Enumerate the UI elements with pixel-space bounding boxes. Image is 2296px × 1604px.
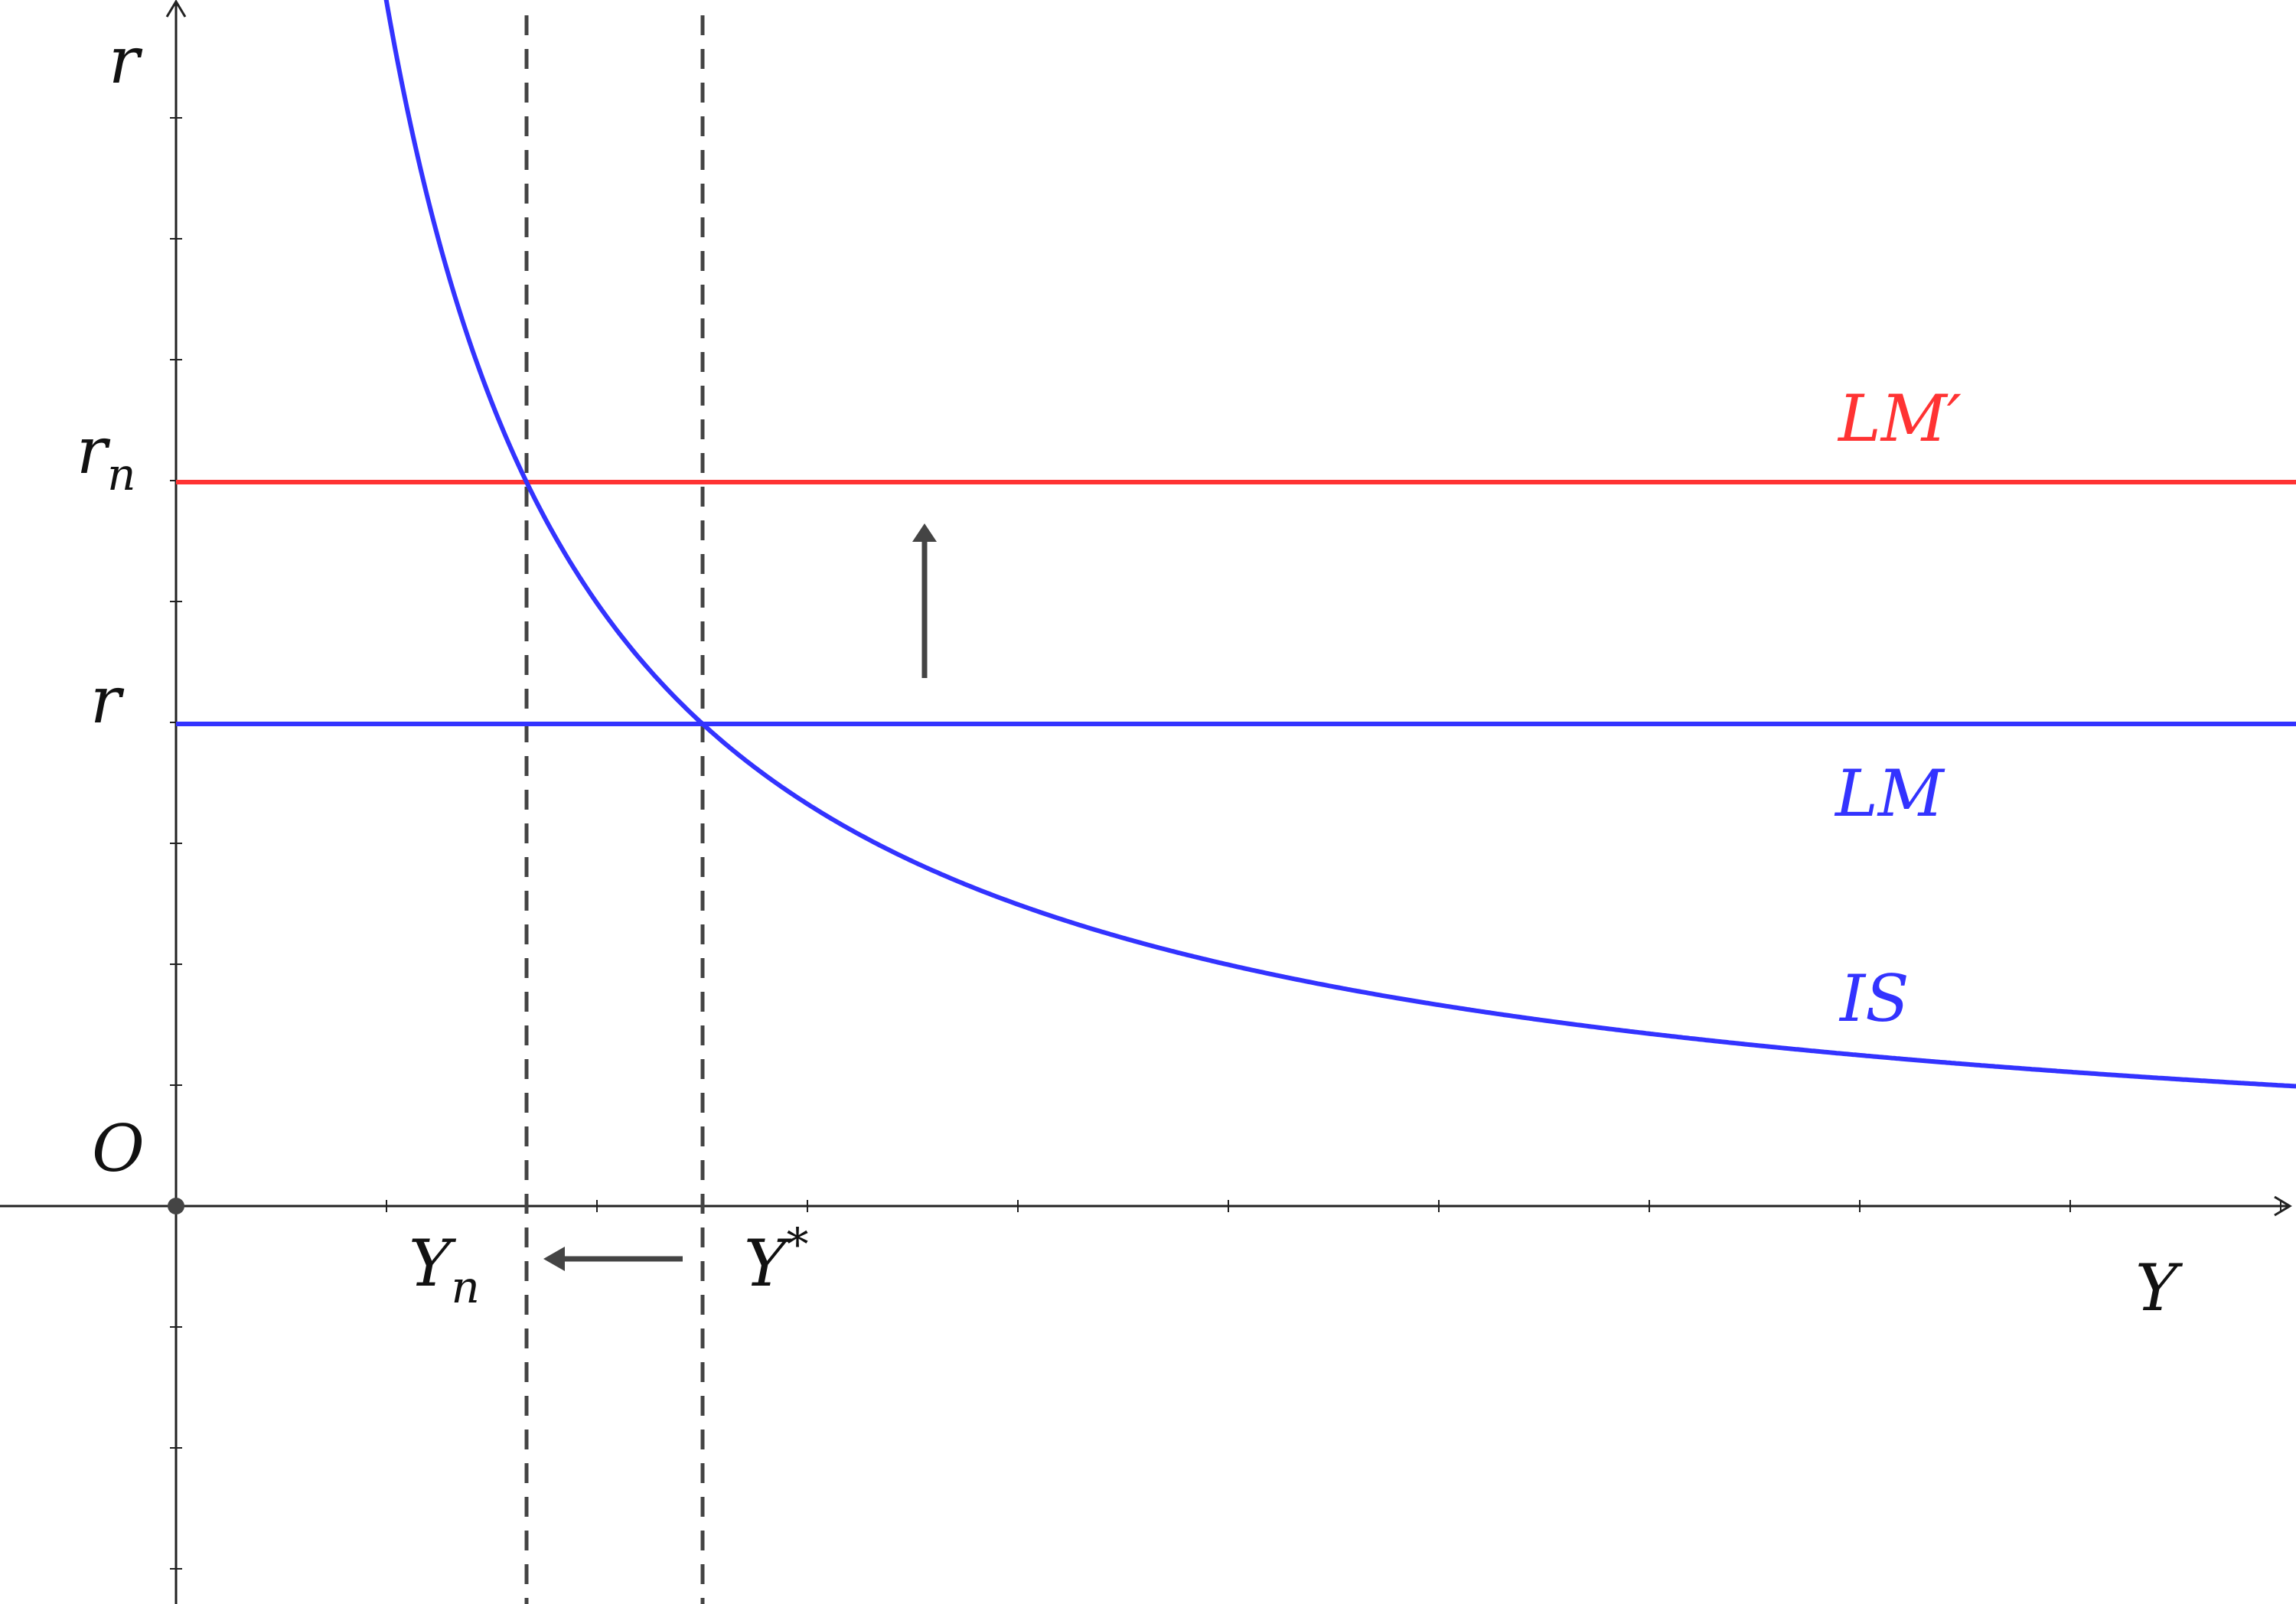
origin-point <box>168 1198 184 1214</box>
y-axis-arrowhead <box>165 0 187 18</box>
tick-label-ystar: Y* <box>744 1218 808 1301</box>
lm-shift-arrow <box>912 523 937 678</box>
x-axis-arrowhead <box>2274 1195 2292 1217</box>
lm-prime-label: LM′ <box>1837 381 1962 456</box>
tick-label-r: r <box>90 663 125 738</box>
x-axis-ticks <box>386 1200 2281 1212</box>
y-axis-label: r <box>109 23 143 98</box>
x-axis-label: Y <box>2135 1250 2183 1325</box>
output-shift-arrow <box>543 1247 683 1271</box>
tick-label-yn: Yn <box>409 1226 480 1313</box>
tick-label-rn: rn <box>77 413 136 500</box>
origin-label: O <box>92 1111 145 1186</box>
lm-label: LM <box>1834 756 1945 831</box>
is-label: IS <box>1838 961 1910 1036</box>
is-curve <box>383 0 2296 1089</box>
